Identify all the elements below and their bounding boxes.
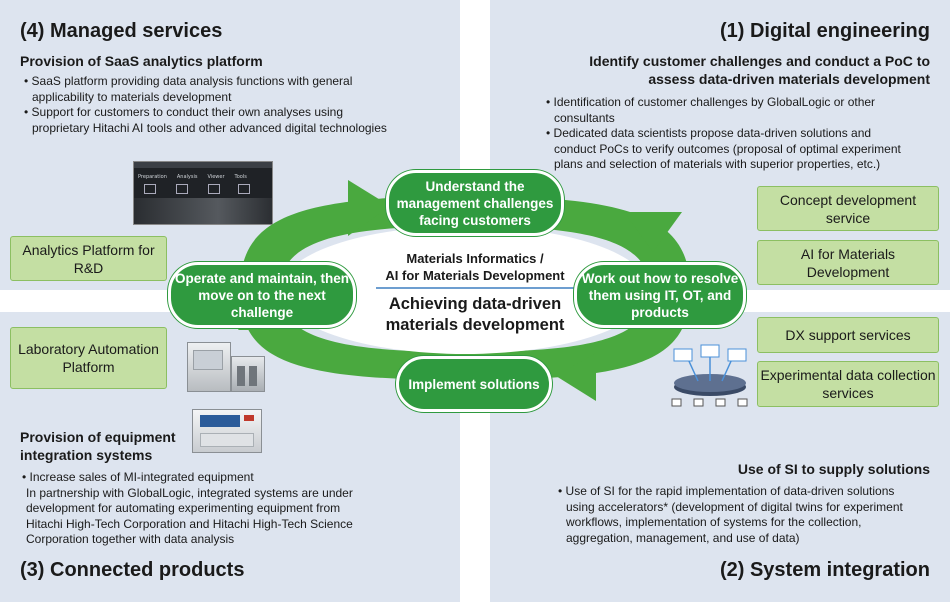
screen-tab: Tools	[234, 174, 247, 180]
bullet-line: • Increase sales of MI-integrated equipm…	[22, 470, 254, 484]
si-subtitle: Use of SI to supply solutions	[737, 461, 930, 477]
bullet-line: • SaaS platform providing data analysis …	[24, 74, 353, 88]
bullet-line: In partnership with GlobalLogic, integra…	[26, 485, 353, 500]
center-line: Materials Informatics /	[406, 251, 544, 266]
managed-services-bullets: • SaaS platform providing data analysis …	[24, 74, 387, 136]
bullet-line: • Identification of customer challenges …	[546, 95, 876, 109]
cycle-step-implement: Implement solutions	[396, 356, 552, 412]
bullet-line: using accelerators* (development of digi…	[566, 499, 903, 514]
center-title: Achieving data-driven materials developm…	[355, 294, 595, 336]
concept-development-box: Concept development service	[757, 186, 939, 231]
bullet-line: Hitachi High-Tech Corporation and Hitach…	[26, 516, 353, 531]
cycle-step-work-out: Work out how to resolve them using IT, O…	[574, 262, 746, 328]
bullet-line: • Support for customers to conduct their…	[24, 105, 344, 119]
connected-products-bullets: • Increase sales of MI-integrated equipm…	[22, 470, 353, 548]
subtitle-line: integration systems	[20, 447, 153, 463]
system-integration-title: (2) System integration	[719, 559, 930, 581]
arrowhead-bottom	[556, 353, 596, 401]
center-line: AI for Materials Development	[385, 268, 565, 283]
subtitle-line: Identify customer challenges and conduct…	[589, 53, 930, 69]
experimental-data-box: Experimental data collection services	[757, 361, 939, 407]
bullet-line: consultants	[554, 110, 615, 125]
cycle-step-understand: Understand the management challenges fac…	[386, 170, 564, 236]
cycle-step-operate: Operate and maintain, then move on to th…	[168, 262, 356, 328]
analytics-platform-box: Analytics Platform for R&D	[10, 236, 167, 281]
dx-support-box: DX support services	[757, 317, 939, 353]
laboratory-automation-box: Laboratory Automation Platform	[10, 327, 167, 389]
center-title-line: materials development	[385, 316, 565, 334]
managed-services-subtitle: Provision of SaaS analytics platform	[20, 53, 263, 69]
screen-tab: Analysis	[176, 174, 198, 180]
bullet-line: conduct PoCs to verify outcomes (proposa…	[554, 141, 901, 156]
bullet-line: aggregation, management, and use of data…	[566, 530, 800, 545]
subtitle-line: Provision of equipment	[20, 429, 176, 445]
equipment-integration-subtitle: Provision of equipment integration syste…	[20, 428, 176, 464]
analytics-platform-screenshot: Preparation Analysis Viewer Tools	[133, 161, 273, 225]
bullet-line: • Dedicated data scientists propose data…	[546, 126, 872, 140]
screen-tab: Preparation	[138, 174, 167, 180]
digital-engineering-bullets: • Identification of customer challenges …	[546, 95, 901, 173]
analysis-instrument-image	[188, 401, 266, 457]
lab-automation-equipment-image	[181, 336, 269, 396]
system-integration-bullets: • Use of SI for the rapid implementation…	[558, 484, 903, 546]
bullet-line: • Use of SI for the rapid implementation…	[558, 484, 895, 498]
center-ellipse	[280, 226, 650, 354]
bullet-line: applicability to materials development	[32, 89, 232, 104]
subtitle-line: assess data-driven materials development	[648, 71, 930, 87]
arrowhead-top	[348, 180, 390, 236]
ai-materials-box: AI for Materials Development	[757, 240, 939, 285]
digital-engineering-subtitle: Identify customer challenges and conduct…	[589, 52, 930, 88]
network-system-icon	[671, 344, 748, 407]
digital-engineering-title: (1) Digital engineering	[719, 20, 930, 42]
bullet-line: plans and selection of materials with su…	[554, 157, 881, 171]
bullet-line: workflows, implementation of systems for…	[566, 515, 862, 529]
screen-tab: Viewer	[207, 174, 225, 180]
center-subtitle: Materials Informatics / AI for Materials…	[365, 250, 585, 284]
bullet-line: proprietary Hitachi AI tools and other a…	[32, 120, 387, 135]
arrowhead-right	[624, 212, 682, 252]
bullet-line: development for automating experimenting…	[26, 501, 341, 515]
center-title-line: Achieving data-driven	[388, 295, 562, 313]
managed-services-title: (4) Managed services	[20, 20, 223, 42]
bullet-line: Corporation together with data analysis	[26, 532, 235, 546]
connected-products-title: (3) Connected products	[20, 559, 245, 581]
